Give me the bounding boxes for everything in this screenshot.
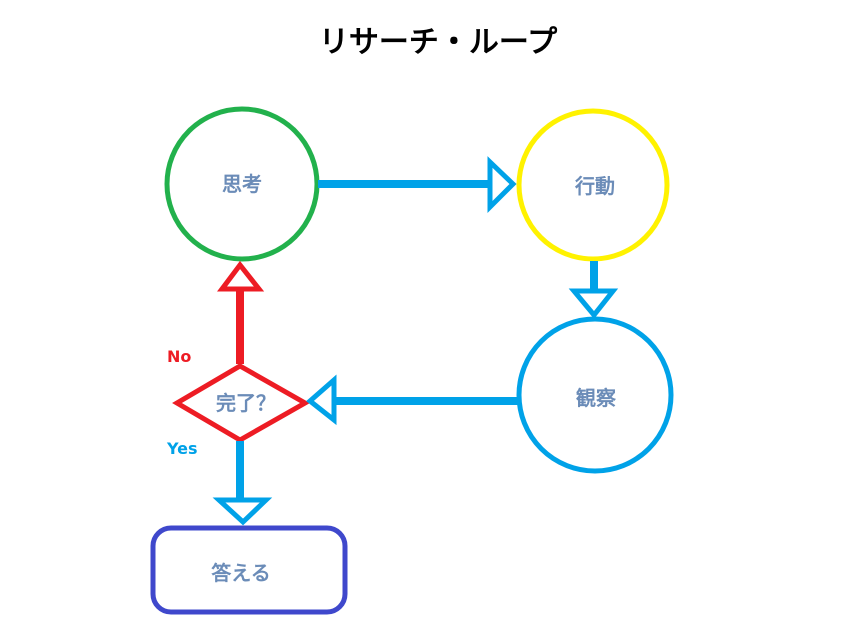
arrow-observe-to-decision xyxy=(306,374,518,426)
diagram-title: リサーチ・ループ xyxy=(319,25,558,60)
act-label: 行動 xyxy=(574,174,615,198)
observe-label: 観察 xyxy=(576,386,617,410)
yes-label: Yes xyxy=(166,439,198,458)
arrow-decision-to-answer-yes xyxy=(212,441,273,526)
arrow-act-to-observe xyxy=(568,261,619,319)
act-node xyxy=(516,108,670,262)
arrow-think-to-act xyxy=(318,156,517,214)
answer-label: 答える xyxy=(211,561,270,585)
decision-label: 完了？ xyxy=(216,391,276,415)
decision-node xyxy=(172,363,311,443)
answer-node xyxy=(150,525,348,615)
think-label: 思考 xyxy=(222,172,262,196)
think-node xyxy=(164,106,320,262)
arrow-decision-to-think-no xyxy=(217,260,265,364)
no-label: No xyxy=(167,347,191,366)
observe-node xyxy=(516,316,674,474)
